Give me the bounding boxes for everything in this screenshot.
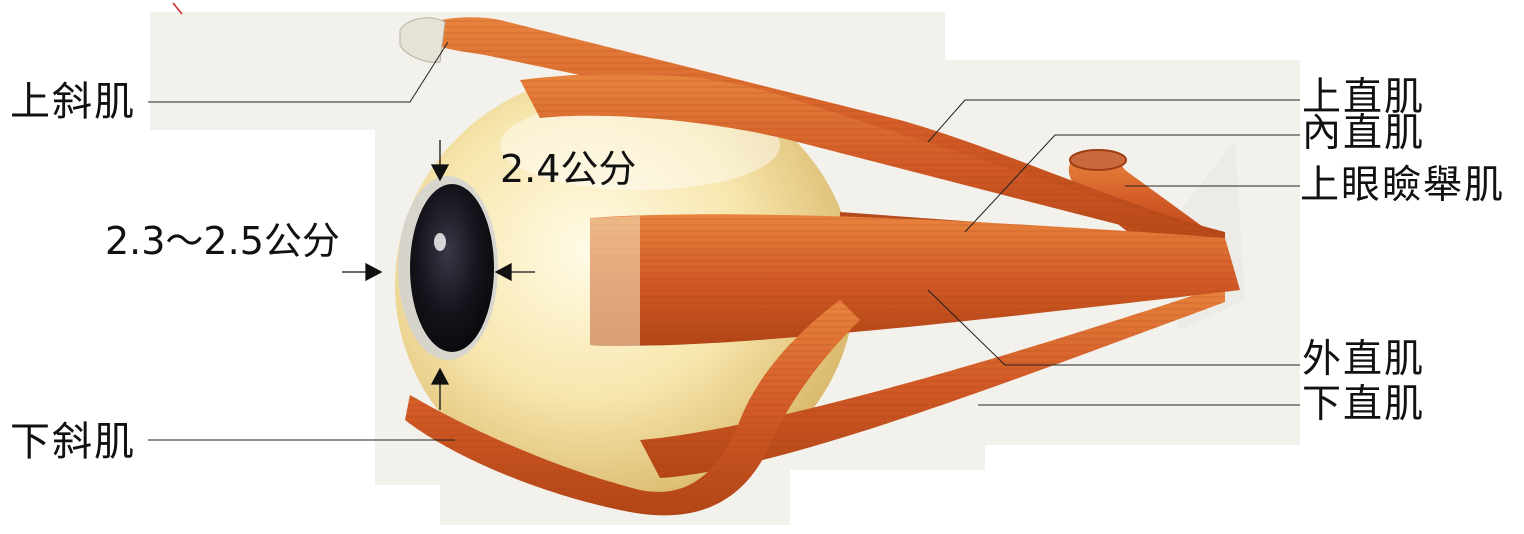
- dimension-vertical-label: 2.4公分: [500, 150, 636, 188]
- label-inferior-rectus: 下直肌: [1302, 385, 1425, 424]
- dimension-horizontal-label: 2.3～2.5公分: [105, 222, 340, 260]
- label-superior-oblique: 上斜肌: [10, 82, 136, 122]
- label-inferior-oblique: 下斜肌: [10, 422, 136, 462]
- iris: [398, 176, 498, 360]
- label-medial-rectus: 內直肌: [1302, 114, 1425, 153]
- label-lateral-rectus: 外直肌: [1302, 340, 1425, 379]
- label-levator-palpebrae: 上眼瞼舉肌: [1300, 166, 1505, 205]
